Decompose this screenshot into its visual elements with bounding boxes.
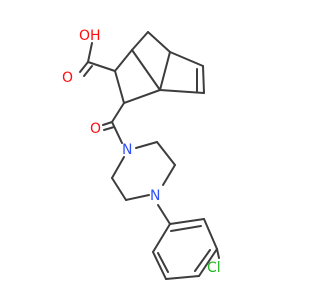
bond bbox=[123, 89, 161, 104]
bond bbox=[135, 141, 158, 149]
amide-bonds bbox=[102, 102, 125, 144]
chlorophenyl-bonds bbox=[152, 204, 220, 280]
bond bbox=[87, 42, 93, 63]
bond bbox=[147, 31, 171, 53]
bond bbox=[159, 51, 171, 91]
bond bbox=[162, 164, 176, 186]
bond bbox=[216, 248, 220, 259]
bond bbox=[114, 70, 125, 104]
bond bbox=[103, 126, 115, 131]
bond bbox=[79, 61, 89, 73]
bond bbox=[152, 251, 167, 280]
bond bbox=[131, 49, 161, 91]
bond bbox=[83, 65, 93, 77]
bond bbox=[152, 223, 171, 253]
bond bbox=[202, 65, 205, 94]
piperazine-bonds bbox=[111, 141, 176, 201]
bond bbox=[111, 121, 123, 144]
molecule-structure: OH O O N N Cl bbox=[62, 28, 221, 280]
structure-canvas: OH O O N N Cl bbox=[62, 28, 221, 280]
bond bbox=[131, 31, 149, 51]
chlorine-label: Cl bbox=[207, 260, 221, 276]
bond bbox=[170, 225, 202, 232]
bond bbox=[125, 194, 150, 201]
bond bbox=[87, 61, 116, 72]
atom-labels: OH O O N N Cl bbox=[62, 28, 221, 276]
bond bbox=[111, 102, 125, 123]
carboxylic-acid-bonds bbox=[79, 42, 116, 77]
bond bbox=[111, 156, 125, 179]
ketone-oxygen-label: O bbox=[90, 121, 101, 137]
carboxyl-oxygen-label: O bbox=[62, 70, 73, 86]
bond bbox=[194, 249, 211, 272]
piperazine-n4-label: N bbox=[150, 188, 160, 204]
bond bbox=[114, 49, 133, 72]
bond bbox=[159, 89, 205, 94]
norbornene-bonds bbox=[114, 31, 205, 104]
bond bbox=[156, 141, 176, 166]
bond bbox=[157, 204, 171, 225]
bond bbox=[169, 51, 204, 67]
piperazine-n1-label: N bbox=[122, 142, 132, 158]
hydroxyl-label: OH bbox=[79, 28, 101, 44]
bond bbox=[157, 252, 169, 273]
bond bbox=[165, 275, 200, 280]
bond bbox=[102, 121, 113, 126]
bond bbox=[203, 218, 218, 250]
bond bbox=[169, 218, 205, 225]
bond bbox=[111, 177, 127, 201]
bond bbox=[198, 248, 218, 277]
